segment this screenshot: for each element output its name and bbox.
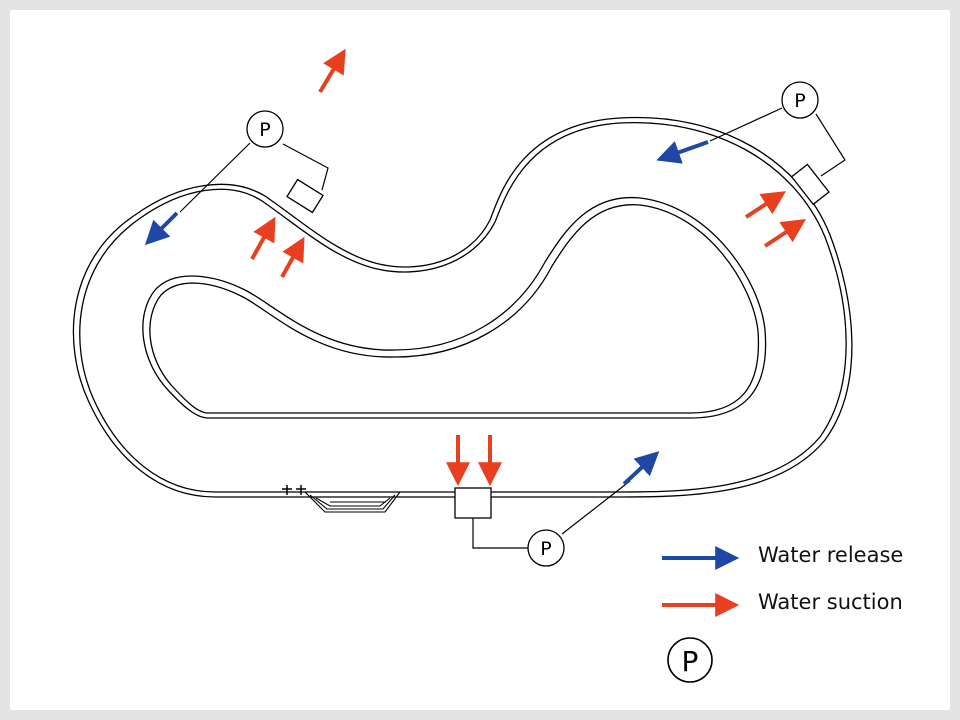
suction-intake-box-bottom (454, 487, 492, 519)
diagram-frame (10, 10, 950, 710)
pump-icon-left (246, 110, 284, 148)
pump-icon-bottom (527, 529, 565, 567)
pump-label-left: P (259, 119, 270, 141)
suction-arrow (763, 219, 807, 248)
pump-label-right: P (794, 90, 805, 112)
pipe-left (282, 143, 329, 191)
release-pipe-left (179, 142, 251, 213)
pump-label-bottom: P (540, 538, 551, 560)
legend-pump-label: P (682, 645, 699, 678)
pump-station-right: P (709, 81, 846, 206)
entry-steps (304, 491, 401, 513)
pump-icon-right (781, 81, 819, 119)
suction-arrow (280, 236, 305, 278)
legend-release-label: Water release (758, 543, 904, 567)
release-pipe-right (709, 107, 783, 142)
legend-pump-icon (667, 637, 713, 683)
release-pipe-bottom (561, 480, 631, 535)
channel-outer-wall (72, 116, 853, 498)
release-arrow (622, 451, 660, 486)
suction-arrow (318, 48, 346, 94)
pump-station-left: P (179, 110, 329, 214)
legend: P (662, 546, 740, 683)
release-arrows (144, 140, 709, 486)
suction-arrows (250, 48, 807, 487)
release-arrow (144, 211, 179, 246)
suction-intake-box-left (286, 178, 324, 214)
channel-inner-wall (142, 196, 767, 419)
pipe-bottom (472, 518, 528, 549)
legend-suction-label: Water suction (758, 590, 903, 614)
release-arrow (656, 140, 709, 164)
suction-intake-box-right (790, 163, 830, 206)
ladder-handrails (282, 485, 306, 495)
suction-arrow (744, 191, 787, 219)
suction-arrow (250, 216, 276, 260)
pipe-right (815, 113, 846, 177)
pump-station-bottom: P (454, 480, 631, 567)
